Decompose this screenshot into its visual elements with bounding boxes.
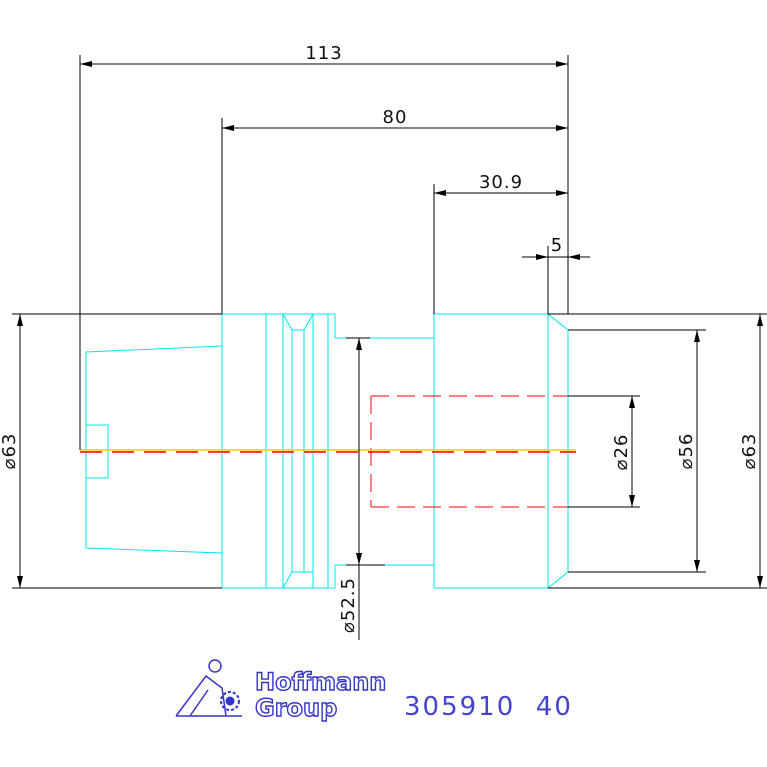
dim-dia-63-left-label: ⌀63	[0, 433, 20, 470]
v-groove-top	[282, 313, 314, 331]
dim-dia-26-label: ⌀26	[611, 434, 632, 471]
logo-line2: Group	[255, 694, 337, 722]
logo-line1: Hoffmann	[255, 668, 386, 696]
dim-dia-63-right-label: ⌀63	[739, 433, 760, 470]
collet-taper-bottom	[85, 477, 223, 554]
runner-icon	[175, 659, 242, 717]
chamfer-top	[547, 313, 569, 589]
hoffmann-group-logo: Hoffmann Group	[175, 659, 387, 723]
v-groove-bottom	[282, 571, 314, 589]
part-outline	[85, 313, 569, 589]
dim-dia-52-5-label: ⌀52.5	[338, 577, 359, 633]
dim-80-label: 80	[383, 107, 408, 128]
collet-taper-top	[85, 345, 223, 426]
part-number: 305910 40	[404, 692, 573, 722]
dimension-arrows	[17, 61, 763, 588]
dimension-lines	[12, 55, 767, 640]
dim-113-label: 113	[305, 43, 342, 64]
dim-dia-56-label: ⌀56	[676, 433, 697, 470]
gear-icon	[220, 691, 240, 711]
dim-30-9-label: 30.9	[479, 172, 523, 193]
dim-5-label: 5	[551, 235, 563, 256]
centerline	[80, 449, 576, 453]
